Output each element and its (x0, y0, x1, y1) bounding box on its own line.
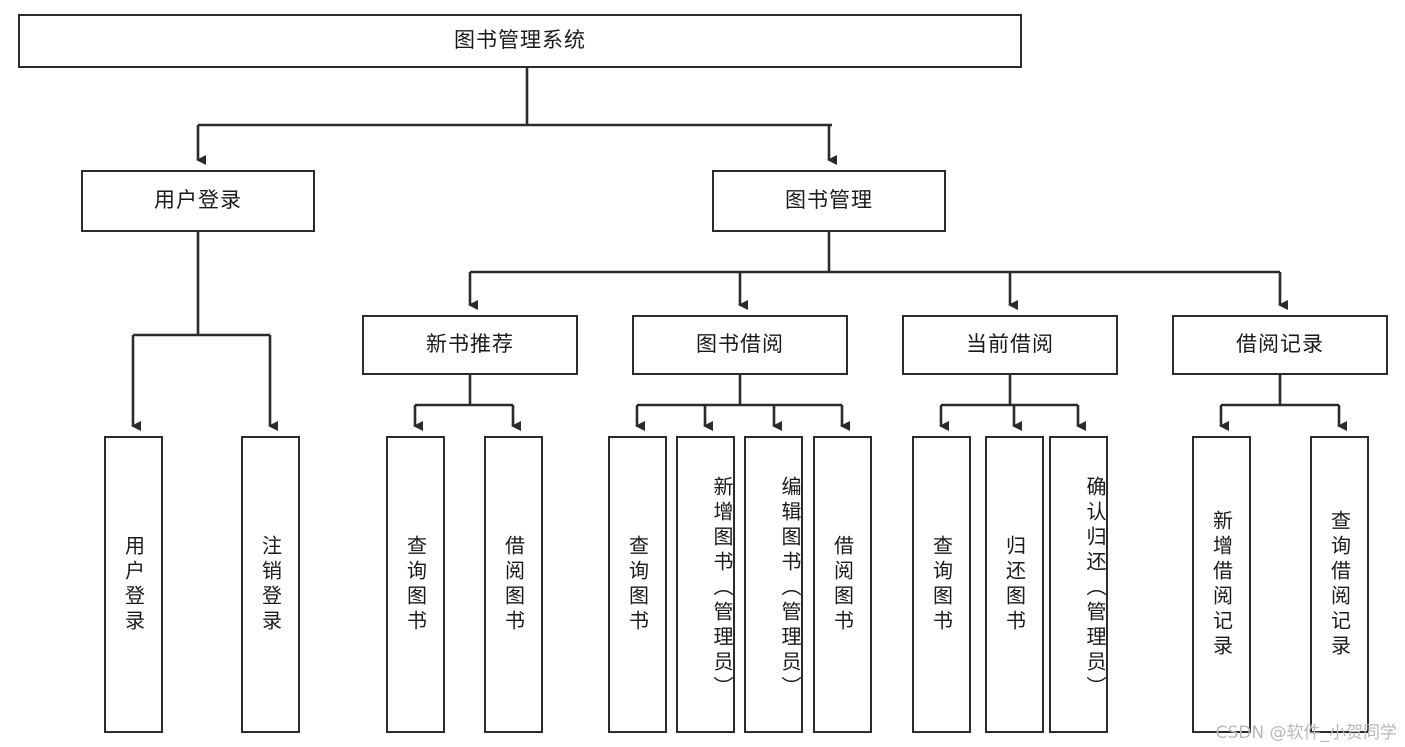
node-book-management[interactable]: 图书管理 (712, 170, 946, 232)
node-leaf-user-login[interactable]: 用户登录 (104, 436, 163, 733)
node-user-login[interactable]: 用户登录 (81, 170, 315, 232)
node-book-borrow[interactable]: 图书借阅 (632, 315, 848, 375)
node-current-borrow[interactable]: 当前借阅 (902, 315, 1118, 375)
node-leaf-add-record[interactable]: 新增借阅记录 (1192, 436, 1251, 733)
node-leaf-logout[interactable]: 注销登录 (241, 436, 300, 733)
node-borrow-record[interactable]: 借阅记录 (1172, 315, 1388, 375)
node-leaf-confirm-return[interactable]: 确认归还（管理员） (1049, 436, 1108, 733)
node-leaf-query-book-3[interactable]: 查询图书 (912, 436, 971, 733)
node-leaf-add-book[interactable]: 新增图书（管理员） (676, 436, 735, 733)
node-leaf-query-book-2[interactable]: 查询图书 (608, 436, 667, 733)
node-leaf-borrow-book-1[interactable]: 借阅图书 (484, 436, 543, 733)
node-root[interactable]: 图书管理系统 (18, 14, 1022, 68)
node-leaf-query-book-1[interactable]: 查询图书 (386, 436, 445, 733)
node-leaf-edit-book[interactable]: 编辑图书（管理员） (744, 436, 803, 733)
node-leaf-return-book[interactable]: 归还图书 (985, 436, 1044, 733)
node-new-book-recommend[interactable]: 新书推荐 (362, 315, 578, 375)
node-leaf-query-record[interactable]: 查询借阅记录 (1310, 436, 1369, 733)
node-leaf-borrow-book-2[interactable]: 借阅图书 (813, 436, 872, 733)
watermark: CSDN @软件_小贺同学 (1215, 723, 1397, 743)
